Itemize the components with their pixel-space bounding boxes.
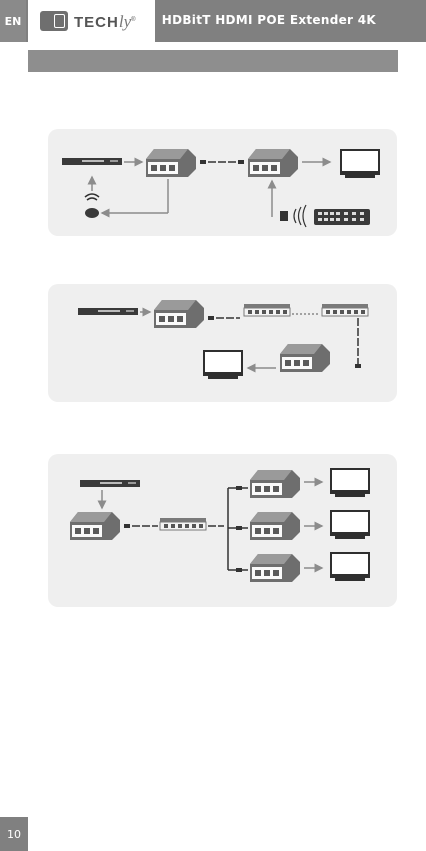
page-title: HDBitT HDMI POE Extender 4K	[162, 13, 376, 27]
network-switch-icon	[322, 304, 368, 316]
cable-plug-icon	[355, 364, 361, 368]
media-player-icon	[78, 308, 138, 315]
section-heading-bar	[28, 50, 398, 72]
cable-plug-icon	[200, 160, 206, 164]
ir-receiver-icon	[280, 211, 288, 221]
cable-plug-icon	[124, 524, 130, 528]
logo-wordmark: TECHly®	[74, 12, 137, 32]
network-switch-icon	[160, 518, 206, 530]
diagram-1-svg	[48, 129, 397, 236]
page-number: 10	[0, 817, 28, 851]
ir-signal-icon	[294, 205, 306, 227]
remote-control-icon	[314, 209, 370, 225]
extender-receiver-icon	[248, 149, 298, 177]
monitor-icon	[203, 350, 243, 379]
techly-logo: TECHly®	[28, 0, 155, 42]
cable-plug-icon	[238, 160, 244, 164]
extender-transmitter-icon	[70, 512, 120, 540]
cable-plug-icon	[208, 316, 214, 320]
cable-plug-icon	[236, 486, 242, 490]
media-player-icon	[62, 158, 122, 165]
diagram-2-svg	[48, 284, 397, 402]
tv-icon	[330, 552, 370, 581]
extender-receiver-icon	[250, 470, 300, 498]
diagram-panel-3	[48, 454, 397, 607]
network-switch-icon	[244, 304, 290, 316]
techly-logo-icon	[40, 11, 68, 31]
cable-plug-icon	[236, 568, 242, 572]
tv-icon	[340, 149, 380, 178]
diagram-panel-2	[48, 284, 397, 402]
cable-plug-icon	[236, 526, 242, 530]
extender-receiver-icon	[250, 512, 300, 540]
ir-sensor-icon	[85, 208, 99, 218]
tv-icon	[330, 510, 370, 539]
extender-transmitter-icon	[146, 149, 196, 177]
language-tab: EN	[0, 0, 26, 42]
wireless-signal-icon	[85, 194, 99, 200]
extender-receiver-icon	[280, 344, 330, 372]
extender-transmitter-icon	[154, 300, 204, 328]
extender-receiver-icon	[250, 554, 300, 582]
media-player-icon	[80, 480, 140, 487]
diagram-3-svg	[48, 454, 397, 607]
tv-icon	[330, 468, 370, 497]
header-bar: EN TECHly® HDBitT HDMI POE Extender 4K	[0, 0, 426, 42]
diagram-panel-1	[48, 129, 397, 236]
